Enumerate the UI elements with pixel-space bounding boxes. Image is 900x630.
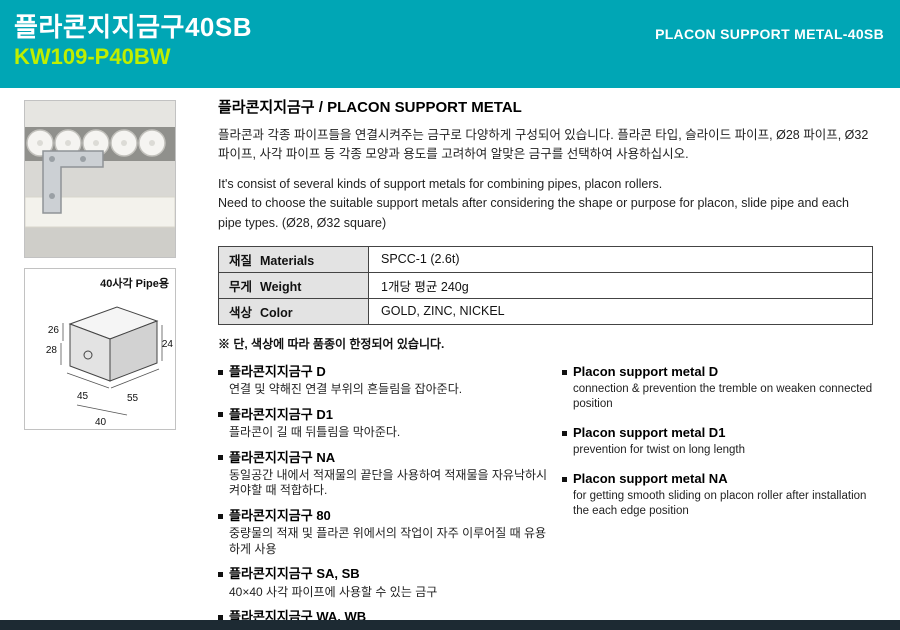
square-bullet-icon xyxy=(218,369,223,375)
square-bullet-icon xyxy=(562,369,567,375)
dim-45: 45 xyxy=(77,391,89,402)
spec-label-en: Weight xyxy=(260,279,302,294)
square-bullet-icon xyxy=(562,430,567,436)
square-bullet-icon xyxy=(218,614,223,620)
dim-55: 55 xyxy=(127,393,139,404)
feature-item: 플라콘지지금구 80 중량물의 적재 및 플라콘 위에서의 작업이 자주 이루어… xyxy=(218,508,548,557)
description-korean: 플라콘과 각종 파이프들을 연결시켜주는 금구로 다양하게 구성되어 있습니다.… xyxy=(218,128,869,162)
spec-value-color: GOLD, ZINC, NICKEL xyxy=(368,297,873,325)
feature-desc: for getting smooth sliding on placon rol… xyxy=(573,490,867,518)
feature-title: 플라콘지지금구 80 xyxy=(218,508,548,524)
diagram-label: 40사각 Pipe용 xyxy=(100,276,169,290)
feature-title: Placon support metal NA xyxy=(562,471,876,487)
content-column: 플라콘지지금구 / PLACON SUPPORT METAL 플라콘과 각종 파… xyxy=(218,96,876,630)
feature-item: 플라콘지지금구 NA 동일공간 내에서 적재물의 끝단을 사용하여 적재물을 자… xyxy=(218,450,548,499)
spec-label-ko: 재질 xyxy=(229,253,253,268)
dim-24: 24 xyxy=(162,339,174,350)
spec-value-materials: SPCC-1 (2.6t) xyxy=(368,245,873,273)
square-bullet-icon xyxy=(218,455,223,461)
spec-label-en: Materials xyxy=(260,253,315,268)
feature-lists: 플라콘지지금구 D 연결 및 약해진 연결 부위의 흔들림을 잡아준다. 플라콘… xyxy=(218,364,876,630)
product-title-en: PLACON SUPPORT METAL-40SB xyxy=(655,26,884,42)
spec-label-ko: 무게 xyxy=(229,279,253,294)
dim-40: 40 xyxy=(95,417,107,428)
square-bullet-icon xyxy=(218,572,223,578)
footer-bar xyxy=(0,620,900,630)
feature-desc: 플라콘이 길 때 뒤틀림을 막아준다. xyxy=(229,424,401,439)
product-photo-frame xyxy=(24,100,176,258)
dimension-diagram: 40사각 Pipe용 26 28 24 45 55 40 xyxy=(25,269,175,429)
spec-row-weight: 무게 Weight 1개당 평균 240g xyxy=(218,271,873,299)
spec-label-color: 색상 Color xyxy=(218,297,369,325)
feature-title: 플라콘지지금구 SA, SB xyxy=(218,566,548,582)
color-limit-note: ※ 단, 색상에 따라 품종이 한정되어 있습니다. xyxy=(218,336,445,351)
feature-item: Placon support metal NA for getting smoo… xyxy=(562,471,876,519)
square-bullet-icon xyxy=(562,476,567,482)
feature-title: 플라콘지지금구 D1 xyxy=(218,407,548,423)
spec-table: 재질 Materials SPCC-1 (2.6t) 무게 Weight 1개당 평… xyxy=(218,245,873,325)
description-english: It's consist of several kinds of support… xyxy=(218,176,849,230)
spec-row-materials: 재질 Materials SPCC-1 (2.6t) xyxy=(218,245,873,273)
section-title: 플라콘지지금구 / PLACON SUPPORT METAL xyxy=(218,99,522,116)
dim-26: 26 xyxy=(48,325,60,336)
feature-desc: 40×40 사각 파이프에 사용할 수 있는 금구 xyxy=(229,584,438,599)
product-photo xyxy=(25,101,175,257)
dimension-diagram-frame: 40사각 Pipe용 26 28 24 45 55 40 xyxy=(24,268,176,430)
feature-desc: 동일공간 내에서 적재물의 끝단을 사용하여 적재물을 자유낙하시켜야할 때 적… xyxy=(229,467,548,498)
spec-label-ko: 색상 xyxy=(229,305,253,320)
feature-item: 플라콘지지금구 SA, SB 40×40 사각 파이프에 사용할 수 있는 금구 xyxy=(218,566,548,600)
spec-label-en: Color xyxy=(260,305,293,320)
feature-item: Placon support metal D1 prevention for t… xyxy=(562,425,876,458)
feature-item: 플라콘지지금구 D 연결 및 약해진 연결 부위의 흔들림을 잡아준다. xyxy=(218,364,548,398)
feature-item: Placon support metal D connection & prev… xyxy=(562,364,876,412)
page-header: 플라콘지지금구40SB KW109-P40BW PLACON SUPPORT M… xyxy=(0,0,900,88)
square-bullet-icon xyxy=(218,412,223,418)
feature-desc: prevention for twist on long length xyxy=(573,444,745,457)
feature-list-english: Placon support metal D connection & prev… xyxy=(562,364,876,630)
feature-desc: connection & prevention the tremble on w… xyxy=(573,383,873,411)
feature-title: 플라콘지지금구 NA xyxy=(218,450,548,466)
feature-list-korean: 플라콘지지금구 D 연결 및 약해진 연결 부위의 흔들림을 잡아준다. 플라콘… xyxy=(218,364,548,630)
square-bullet-icon xyxy=(218,513,223,519)
dim-28: 28 xyxy=(46,345,58,356)
spec-label-weight: 무게 Weight xyxy=(218,271,369,299)
feature-title: Placon support metal D xyxy=(562,364,876,380)
feature-title: Placon support metal D1 xyxy=(562,425,876,441)
spec-row-color: 색상 Color GOLD, ZINC, NICKEL xyxy=(218,297,873,325)
spec-label-materials: 재질 Materials xyxy=(218,245,369,273)
feature-title: 플라콘지지금구 D xyxy=(218,364,548,380)
product-title-ko: 플라콘지지금구40SB xyxy=(14,12,252,42)
spec-value-weight: 1개당 평균 240g xyxy=(368,271,873,299)
model-number: KW109-P40BW xyxy=(14,44,171,69)
feature-item: 플라콘지지금구 D1 플라콘이 길 때 뒤틀림을 막아준다. xyxy=(218,407,548,441)
feature-desc: 연결 및 약해진 연결 부위의 흔들림을 잡아준다. xyxy=(229,382,463,397)
feature-desc: 중량물의 적재 및 플라콘 위에서의 작업이 자주 이루어질 때 유용하게 사용 xyxy=(229,526,547,556)
